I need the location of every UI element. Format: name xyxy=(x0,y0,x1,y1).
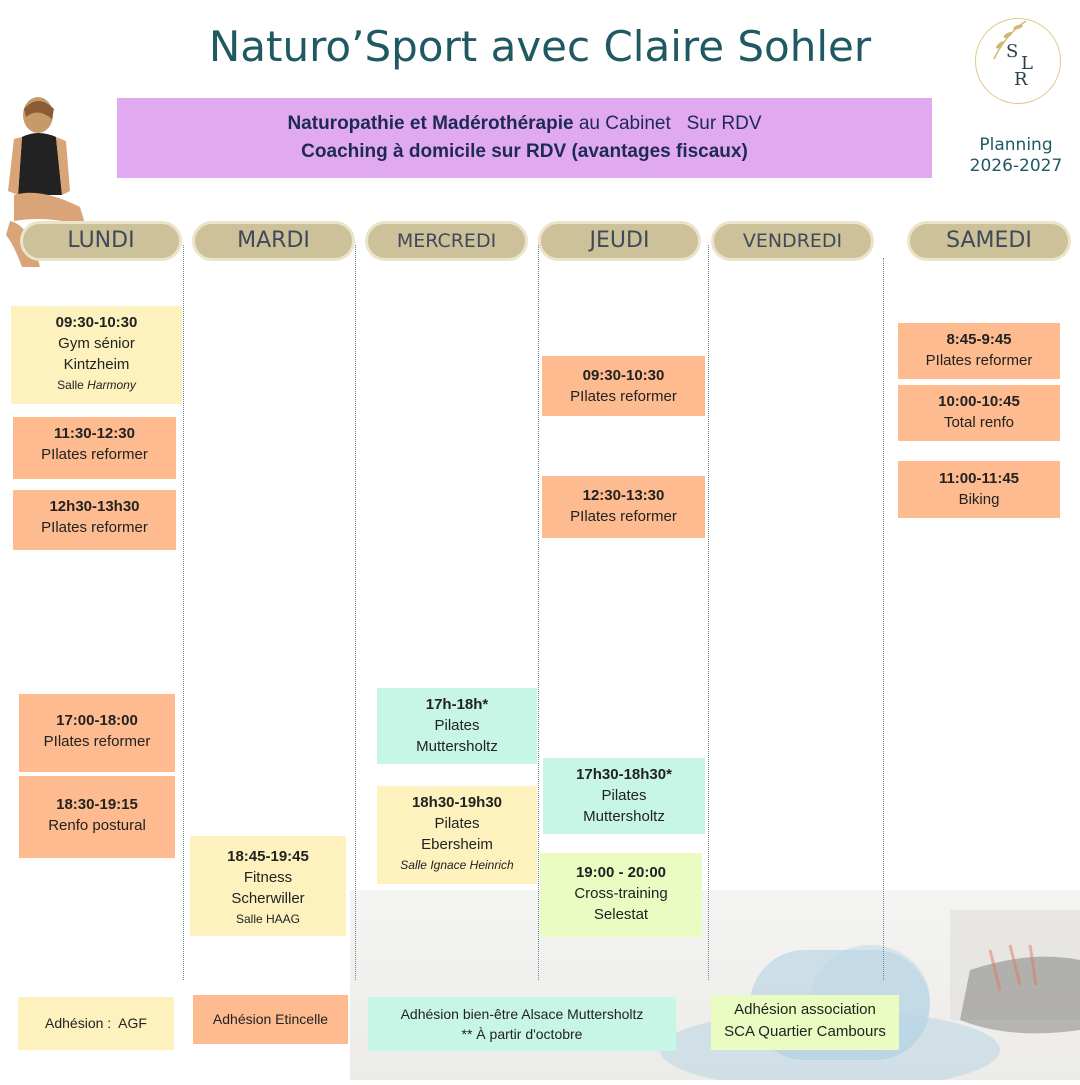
adhesion-note: ** À partir d'octobre xyxy=(461,1026,583,1042)
planning-label: Planning 2026-2027 xyxy=(960,135,1072,177)
banner-line-1: Naturopathie et Madérothérapie au Cabine… xyxy=(117,110,932,138)
banner-bold-text: Naturopathie et Madérothérapie xyxy=(287,113,574,134)
session-activity: Cross-training xyxy=(574,885,668,902)
planning-word: Planning xyxy=(979,135,1053,155)
session-card: 17h-18h* Pilates Muttersholtz xyxy=(377,688,537,764)
banner-line-2: Coaching à domicile sur RDV (avantages f… xyxy=(117,138,932,166)
adhesion-text: Adhésion : AGF xyxy=(45,1015,147,1031)
adhesion-card: Adhésion : AGF xyxy=(18,997,174,1050)
session-card: 18:45-19:45 Fitness Scherwiller Salle HA… xyxy=(190,836,346,936)
session-activity: Total renfo xyxy=(943,414,1015,431)
day-header-samedi: SAMEDI xyxy=(907,221,1071,261)
column-divider xyxy=(355,245,356,980)
session-card: 17:00-18:00 PIlates reformer xyxy=(19,694,175,772)
page-title: Naturo’Sport avec Claire Sohler xyxy=(208,22,872,71)
session-activity: Pilates xyxy=(601,787,647,804)
day-header-jeudi: JEUDI xyxy=(538,221,701,261)
session-activity: Pilates xyxy=(434,815,480,832)
session-time: 17:00-18:00 xyxy=(56,712,138,729)
session-time: 17h-18h* xyxy=(425,696,489,713)
session-time: 09:30-10:30 xyxy=(55,314,138,331)
session-activity: Gym sénior xyxy=(58,335,135,352)
session-card: 12:30-13:30 PIlates reformer xyxy=(542,476,705,538)
session-activity: Renfo postural xyxy=(48,817,146,834)
session-venue: Salle HAAG xyxy=(235,912,301,926)
session-location: Ebersheim xyxy=(421,836,493,853)
session-location: Kintzheim xyxy=(63,356,130,373)
planning-year: 2026-2027 xyxy=(969,156,1063,176)
session-time: 10:00-10:45 xyxy=(938,393,1020,410)
session-time: 12:30-13:30 xyxy=(582,487,665,504)
session-card: 18:30-19:15 Renfo postural xyxy=(19,776,175,858)
session-activity: Fitness xyxy=(243,869,293,886)
session-activity: PIlates reformer xyxy=(41,519,148,536)
session-venue: Salle Ignace Heinrich xyxy=(377,855,537,876)
logo-letter-l: L xyxy=(1021,53,1033,74)
adhesion-card: Adhésion association SCA Quartier Cambou… xyxy=(711,995,899,1050)
session-card: 19:00 - 20:00 Cross-training Selestat xyxy=(540,853,702,937)
session-card: 09:30-10:30 Gym sénior Kintzheim Salle H… xyxy=(11,306,182,404)
session-activity: Pilates xyxy=(434,717,480,734)
session-time: 18:30-19:15 xyxy=(56,796,138,813)
venue-prefix: Salle xyxy=(57,378,88,392)
adhesion-card: Adhésion Etincelle xyxy=(193,995,348,1044)
session-time: 8:45-9:45 xyxy=(946,331,1012,348)
session-time: 17h30-18h30* xyxy=(576,766,672,783)
session-location: Selestat xyxy=(593,906,649,923)
logo-letter-r: R xyxy=(1014,69,1028,90)
services-banner: Naturopathie et Madérothérapie au Cabine… xyxy=(117,98,932,178)
column-divider xyxy=(538,245,539,980)
session-card: 10:00-10:45 Total renfo xyxy=(898,385,1060,441)
day-header-mardi: MARDI xyxy=(192,221,355,261)
leaf-branch-icon xyxy=(993,20,1027,60)
session-time: 09:30-10:30 xyxy=(582,367,665,384)
session-time: 18:45-19:45 xyxy=(227,848,309,865)
adhesion-text: Adhésion Etincelle xyxy=(212,1011,329,1027)
session-activity: PIlates reformer xyxy=(925,352,1033,369)
day-header-mercredi: MERCREDI xyxy=(365,221,528,261)
slr-logo: S L R xyxy=(975,18,1061,104)
session-activity: Biking xyxy=(958,491,1000,508)
session-card: 18h30-19h30 Pilates Ebersheim Salle Igna… xyxy=(377,786,537,884)
session-activity: PIlates reformer xyxy=(43,733,151,750)
adhesion-text: Adhésion association xyxy=(734,1001,876,1018)
session-time: 18h30-19h30 xyxy=(411,794,503,811)
session-card: 8:45-9:45 PIlates reformer xyxy=(898,323,1060,379)
yoga-mat-background xyxy=(350,890,1080,1085)
adhesion-card: Adhésion bien-être Alsace Muttersholtz *… xyxy=(368,997,676,1051)
session-location: Muttersholtz xyxy=(416,738,498,755)
session-location: Scherwiller xyxy=(231,890,305,907)
session-card: 11:00-11:45 Biking xyxy=(898,461,1060,518)
session-card: 17h30-18h30* Pilates Muttersholtz xyxy=(543,758,705,834)
column-divider xyxy=(883,258,884,980)
session-card: 09:30-10:30 PIlates reformer xyxy=(542,356,705,416)
adhesion-text: Adhésion bien-être Alsace Muttersholtz xyxy=(400,1006,644,1022)
session-card: 12h30-13h30 PIlates reformer xyxy=(13,490,176,550)
session-venue: Salle Harmony xyxy=(11,375,182,396)
logo-letter-s: S xyxy=(1006,41,1019,62)
venue-name: Salle Ignace Heinrich xyxy=(400,858,514,872)
yoga-mat-illustration xyxy=(660,910,1080,1085)
session-activity: PIlates reformer xyxy=(570,388,677,405)
session-time: 12h30-13h30 xyxy=(49,498,140,515)
session-location: Muttersholtz xyxy=(583,808,665,825)
venue-name: Harmony xyxy=(87,378,136,392)
day-header-lundi: LUNDI xyxy=(20,221,182,261)
adhesion-note: SCA Quartier Cambours xyxy=(724,1023,886,1040)
column-divider xyxy=(708,245,709,980)
banner-coaching-text: Coaching à domicile sur RDV (avantages f… xyxy=(301,141,748,162)
session-activity: PIlates reformer xyxy=(41,446,148,463)
banner-rest-text: au Cabinet Sur RDV xyxy=(573,113,762,134)
session-time: 19:00 - 20:00 xyxy=(575,864,667,881)
session-card: 11:30-12:30 PIlates reformer xyxy=(13,417,176,479)
session-time: 11:00-11:45 xyxy=(938,470,1020,487)
session-activity: PIlates reformer xyxy=(570,508,677,525)
column-divider xyxy=(183,245,184,980)
session-time: 11:30-12:30 xyxy=(54,425,135,442)
day-header-vendredi: VENDREDI xyxy=(711,221,874,261)
